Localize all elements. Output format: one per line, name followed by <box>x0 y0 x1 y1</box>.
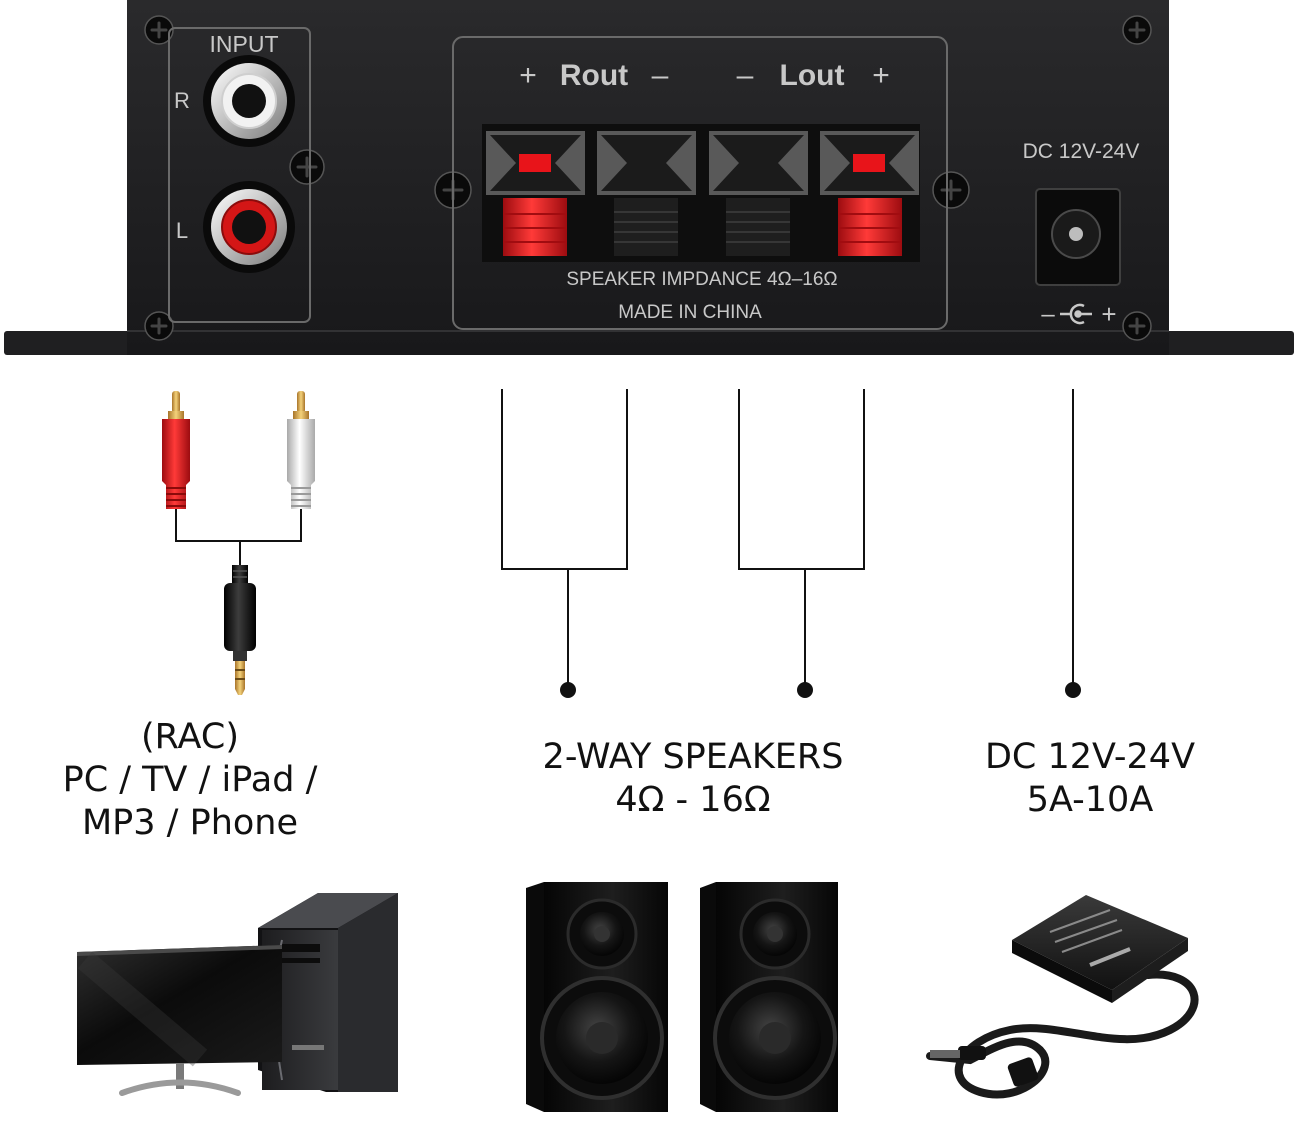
channel-l-label: L <box>176 218 188 243</box>
input-panel <box>168 27 311 323</box>
source-devices-caption: (RAC) PC / TV / iPad / MP3 / Phone <box>20 716 360 845</box>
rca-to-aux-cable <box>162 391 315 695</box>
lout-minus-sign: – <box>737 59 754 92</box>
dc-label: DC 12V-24V <box>1023 140 1140 163</box>
rout-plus-sign: + <box>519 59 537 92</box>
channel-r-label: R <box>174 88 190 113</box>
caption-line: PC / TV / iPad / <box>62 760 318 800</box>
caption-line: 2-WAY SPEAKERS <box>542 737 844 777</box>
polarity-plus: + <box>1101 299 1116 329</box>
computer-image <box>77 893 398 1096</box>
rca-jack-right[interactable] <box>203 55 295 147</box>
speakers-caption: 2-WAY SPEAKERS 4Ω - 16Ω <box>513 736 873 822</box>
aux-plug-3-5mm <box>224 565 256 695</box>
terminal-rout-minus[interactable] <box>597 131 696 256</box>
speaker-right <box>700 882 838 1112</box>
terminal-lout-minus[interactable] <box>709 131 808 256</box>
dc-polarity-icon <box>1060 303 1092 325</box>
power-adapter-image <box>926 895 1199 1099</box>
impedance-text: SPEAKER IMPDANCE 4Ω–16Ω <box>566 269 837 290</box>
caption-line: 5A-10A <box>1026 780 1154 820</box>
bookshelf-speakers-image <box>526 882 838 1112</box>
terminal-lout-plus[interactable] <box>820 131 919 256</box>
screw-icon <box>144 15 1152 341</box>
input-label: INPUT <box>210 31 279 57</box>
wire-endpoint-dot <box>560 682 576 698</box>
lout-plus-sign: + <box>872 59 890 92</box>
power-wiring <box>1065 389 1081 698</box>
speaker-left <box>526 882 668 1112</box>
caption-line: (RAC) <box>141 717 239 757</box>
caption-line: MP3 / Phone <box>81 803 299 843</box>
origin-text: MADE IN CHINA <box>618 302 762 323</box>
wire-endpoint-dot <box>1065 682 1081 698</box>
power-caption: DC 12V-24V 5A-10A <box>958 736 1222 822</box>
rca-plug-red <box>162 391 190 509</box>
amplifier-panel: INPUT R L + Rout – – Lout + <box>4 0 1294 355</box>
speaker-wiring-right <box>501 389 628 686</box>
dc-power-jack[interactable] <box>1035 188 1121 286</box>
rout-label: Rout <box>560 59 628 92</box>
lout-label: Lout <box>780 59 845 92</box>
wire-endpoint-dot <box>797 682 813 698</box>
rout-minus-sign: – <box>652 59 669 92</box>
polarity-minus: – <box>1041 301 1055 328</box>
rca-jack-left[interactable] <box>203 181 295 273</box>
speaker-wiring-left <box>738 389 865 686</box>
terminal-rout-plus[interactable] <box>486 131 585 256</box>
caption-line: DC 12V-24V <box>984 737 1196 777</box>
rca-plug-white <box>287 391 315 509</box>
caption-line: 4Ω - 16Ω <box>615 780 771 820</box>
speaker-terminal-panel <box>452 36 948 330</box>
